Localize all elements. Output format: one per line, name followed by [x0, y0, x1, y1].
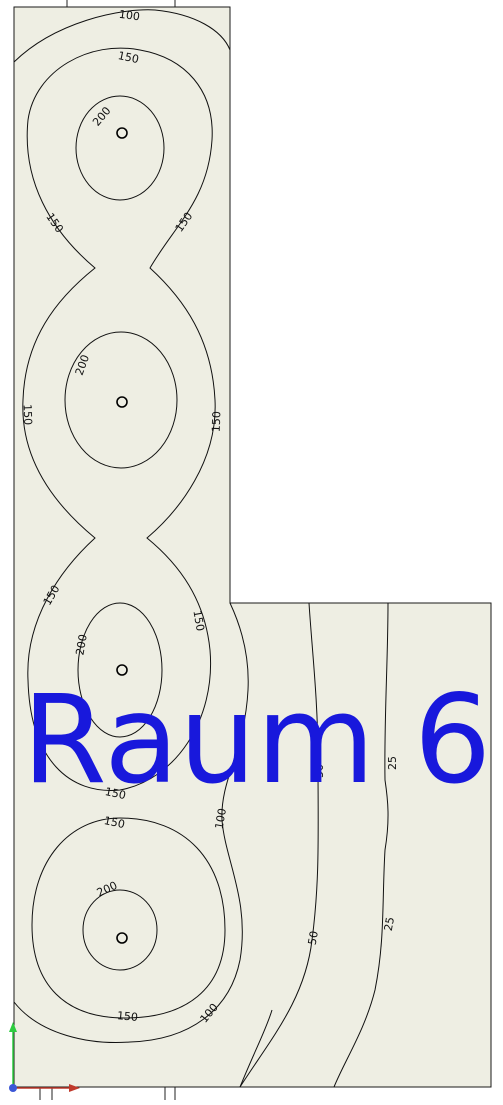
- isoline-label-200-3: 200: [73, 633, 89, 656]
- x-axis-arrow-icon: [69, 1084, 80, 1092]
- isoline-label-50-lower: 50: [306, 930, 321, 946]
- isoline-200-4: [82, 889, 158, 971]
- isoline-150-main: [22, 47, 216, 791]
- isoline-label-25-lower: 25: [382, 916, 397, 932]
- isoline-25: [333, 602, 389, 1088]
- luminaire-2[interactable]: [116, 396, 128, 408]
- isolines: [13, 9, 389, 1088]
- isoline-100-right-tail: [239, 1009, 273, 1088]
- isoline-label-150-mid: 150: [104, 785, 127, 802]
- isoline-100-right: [13, 602, 249, 1043]
- isoline-150-bottom: [31, 817, 226, 1019]
- isoline-label-150-right3: 150: [190, 609, 206, 632]
- isoline-50: [239, 602, 319, 1088]
- luminaire-1[interactable]: [116, 127, 128, 139]
- wall-fragments: [39, 0, 176, 1100]
- isoline-label-100-top: 100: [118, 8, 141, 24]
- luminaire-4[interactable]: [116, 932, 128, 944]
- isoline-labels: 100 150 200 150 150 200 150 150 150 150 …: [21, 8, 399, 1026]
- isoline-label-100-mid: 100: [213, 807, 229, 830]
- isoline-200-2: [64, 331, 178, 469]
- isoline-label-150-bottom: 150: [116, 1009, 138, 1024]
- isoline-label-50-upper: 50: [313, 764, 326, 778]
- isoline-label-150-right2: 150: [210, 411, 224, 432]
- isoline-200-3: [77, 602, 163, 738]
- luminaires: [116, 127, 128, 944]
- isoline-label-150-top: 150: [117, 49, 140, 66]
- origin-marker-icon: [9, 1084, 17, 1092]
- coordinate-axes: [9, 1022, 80, 1092]
- luminaire-3[interactable]: [116, 664, 128, 676]
- y-axis-arrow-icon: [9, 1022, 17, 1032]
- isoline-200-1: [75, 95, 165, 201]
- room-label: Raum 6: [22, 669, 491, 811]
- isoline-label-25-upper: 25: [386, 756, 399, 770]
- isoline-100-top: [13, 9, 231, 63]
- isoline-label-150-left2: 150: [21, 404, 35, 425]
- isoline-label-150-bottom-top: 150: [103, 814, 126, 831]
